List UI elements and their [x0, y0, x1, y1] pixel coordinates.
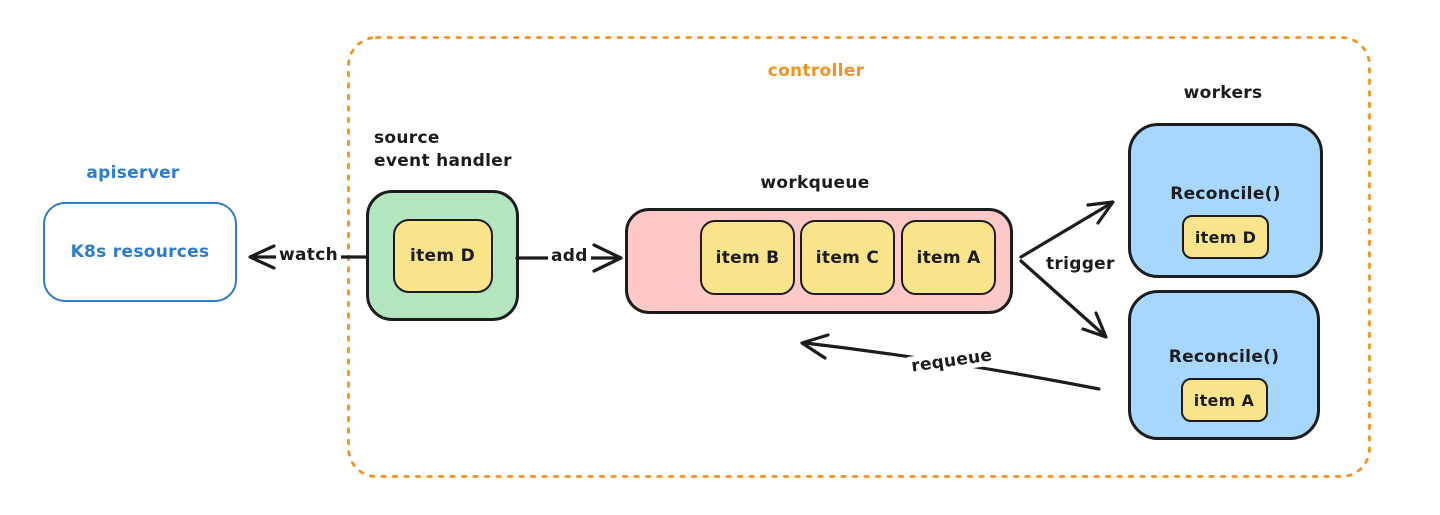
reconcile-function-label: Reconcile() — [1170, 184, 1281, 204]
workqueue-item-label: item B — [715, 247, 780, 268]
watch-arrow-label: watch — [276, 245, 341, 265]
workqueue-item-label: item C — [815, 247, 880, 268]
event-item-card: item D — [392, 218, 493, 293]
worker-item-label: item D — [1194, 227, 1257, 247]
k8s-resources-label: K8s resources — [70, 242, 210, 262]
source-event-handler-title: source event handler — [374, 127, 512, 173]
reconcile-function-label: Reconcile() — [1168, 347, 1280, 367]
worker-box: Reconcile() item D — [1128, 123, 1323, 278]
workers-title: workers — [1183, 83, 1263, 103]
requeue-arrow-label: requeue — [907, 345, 997, 377]
source-event-handler-box: item D — [366, 190, 519, 321]
worker-box: Reconcile() item A — [1128, 290, 1320, 440]
trigger-arrow-label: trigger — [1043, 254, 1118, 274]
workqueue-title: workqueue — [760, 173, 870, 193]
workqueue-box: item B item C item A — [625, 208, 1013, 314]
workqueue-item-label: item A — [916, 247, 981, 268]
source-event-handler-title-line1: source — [374, 128, 440, 148]
workqueue-item: item B — [700, 220, 795, 295]
add-arrow-label: add — [548, 246, 591, 266]
event-item-label: item D — [409, 245, 476, 266]
apiserver-box: K8s resources — [43, 202, 237, 302]
worker-item-label: item A — [1193, 390, 1255, 410]
workqueue-item: item C — [800, 220, 895, 295]
workqueue-item: item A — [901, 220, 996, 295]
worker-item-card: item A — [1180, 378, 1268, 422]
trigger-arrow-upper — [1019, 200, 1115, 259]
controller-title: controller — [767, 61, 865, 81]
source-event-handler-title-line2: event handler — [374, 151, 512, 171]
worker-item-card: item D — [1182, 215, 1269, 259]
apiserver-title: apiserver — [86, 163, 180, 183]
